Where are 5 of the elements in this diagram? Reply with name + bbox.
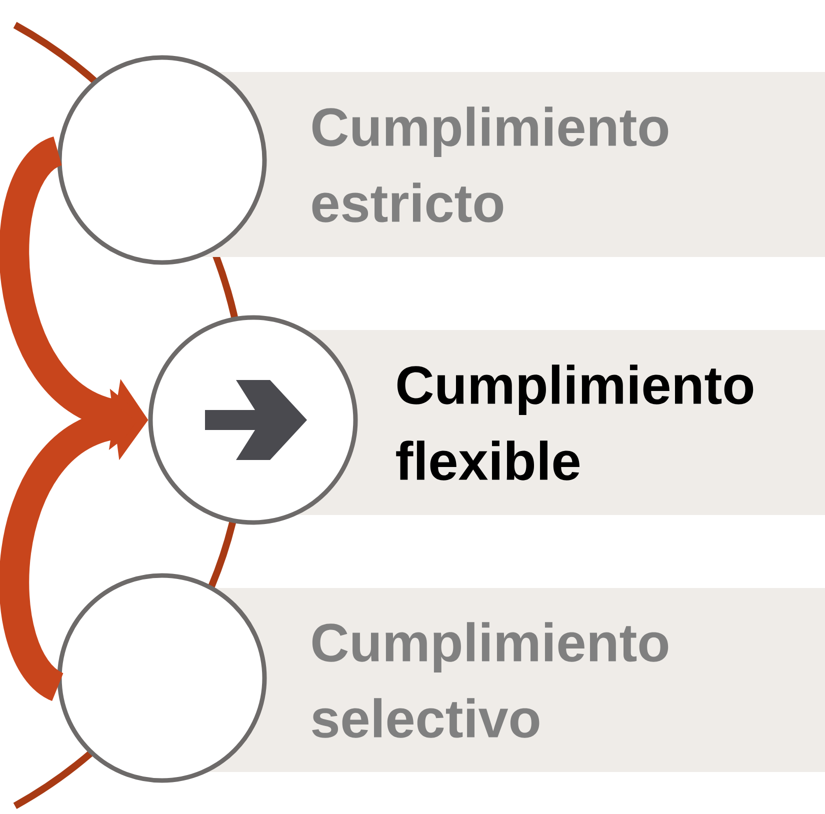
circle <box>57 573 267 783</box>
band-label: Cumplimiento selectivo <box>312 622 668 738</box>
band-label: Cumplimiento estricto <box>312 106 668 222</box>
band-label: Cumplimiento flexible <box>396 364 754 480</box>
circle <box>57 55 267 265</box>
